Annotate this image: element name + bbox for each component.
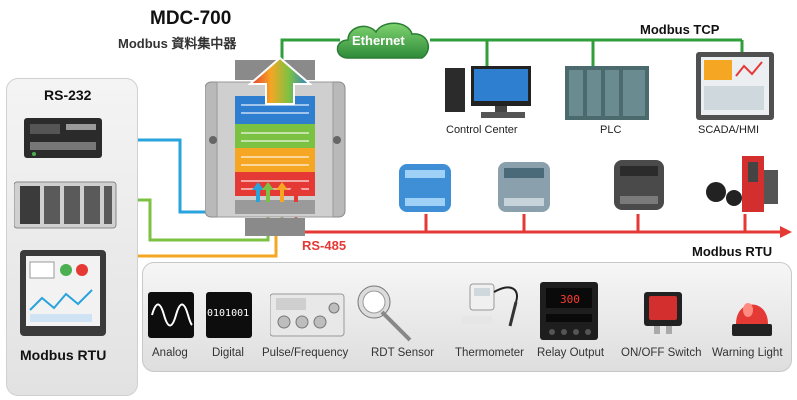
scada-hmi-screen-icon bbox=[696, 52, 774, 120]
right-modbus-rtu-label: Modbus RTU bbox=[692, 244, 773, 259]
ethernet-label: Ethernet bbox=[352, 33, 405, 48]
io-label-relay-output: Relay Output bbox=[537, 347, 605, 359]
port-arrows bbox=[252, 182, 302, 202]
control-center-label: Control Center bbox=[446, 124, 518, 136]
frequency-meter-icon bbox=[270, 293, 345, 337]
warning-light-icon bbox=[732, 303, 772, 336]
scada-hmi-label: SCADA/HMI bbox=[698, 124, 760, 136]
io-label-thermometer: Thermometer bbox=[455, 347, 525, 359]
digital-display-value: 0101001 bbox=[207, 308, 250, 319]
rs485-arrowhead bbox=[780, 226, 792, 238]
rs485-io-module-3-icon bbox=[614, 160, 664, 210]
io-label-on-off-switch: ON/OFF Switch bbox=[621, 347, 702, 359]
io-label-pulse-frequency: Pulse/Frequency bbox=[262, 347, 349, 359]
page-subtitle: Modbus 資料集中器 bbox=[118, 36, 237, 51]
modbus-rtu-controller-icon bbox=[14, 181, 117, 229]
io-label-rdt-sensor: RDT Sensor bbox=[371, 347, 435, 359]
io-label-digital: Digital bbox=[212, 347, 244, 359]
rocker-switch-icon bbox=[644, 292, 682, 334]
digital-display-icon bbox=[206, 292, 252, 338]
analog-wave-icon bbox=[148, 292, 194, 338]
thermometer-icon bbox=[462, 283, 518, 327]
rs232-plc-icon bbox=[24, 118, 102, 158]
rdt-sensor-icon bbox=[357, 285, 412, 342]
rs485-sensor-module-icon bbox=[706, 156, 778, 212]
left-modbus-rtu-label: Modbus RTU bbox=[20, 347, 107, 363]
relay-display-value: 300 bbox=[560, 293, 580, 306]
rs232-label: RS-232 bbox=[44, 87, 92, 103]
plc-label: PLC bbox=[600, 124, 622, 136]
modbus-tcp-label: Modbus TCP bbox=[640, 22, 720, 37]
io-label-warning-light: Warning Light bbox=[712, 347, 783, 359]
io-label-analog: Analog bbox=[152, 347, 188, 359]
hmi-touch-panel-icon bbox=[20, 250, 106, 336]
page-title: MDC-700 bbox=[150, 8, 232, 29]
relay-controller-icon bbox=[540, 282, 598, 340]
rs485-io-module-1-icon bbox=[399, 164, 451, 212]
rs485-io-module-2-icon bbox=[498, 162, 550, 212]
upload-arrow-icon bbox=[248, 56, 312, 105]
plc-rack-icon bbox=[565, 66, 649, 120]
ethernet-cloud-icon bbox=[336, 22, 430, 59]
control-center-computer-icon bbox=[445, 66, 531, 118]
rs485-label: RS-485 bbox=[302, 238, 347, 253]
